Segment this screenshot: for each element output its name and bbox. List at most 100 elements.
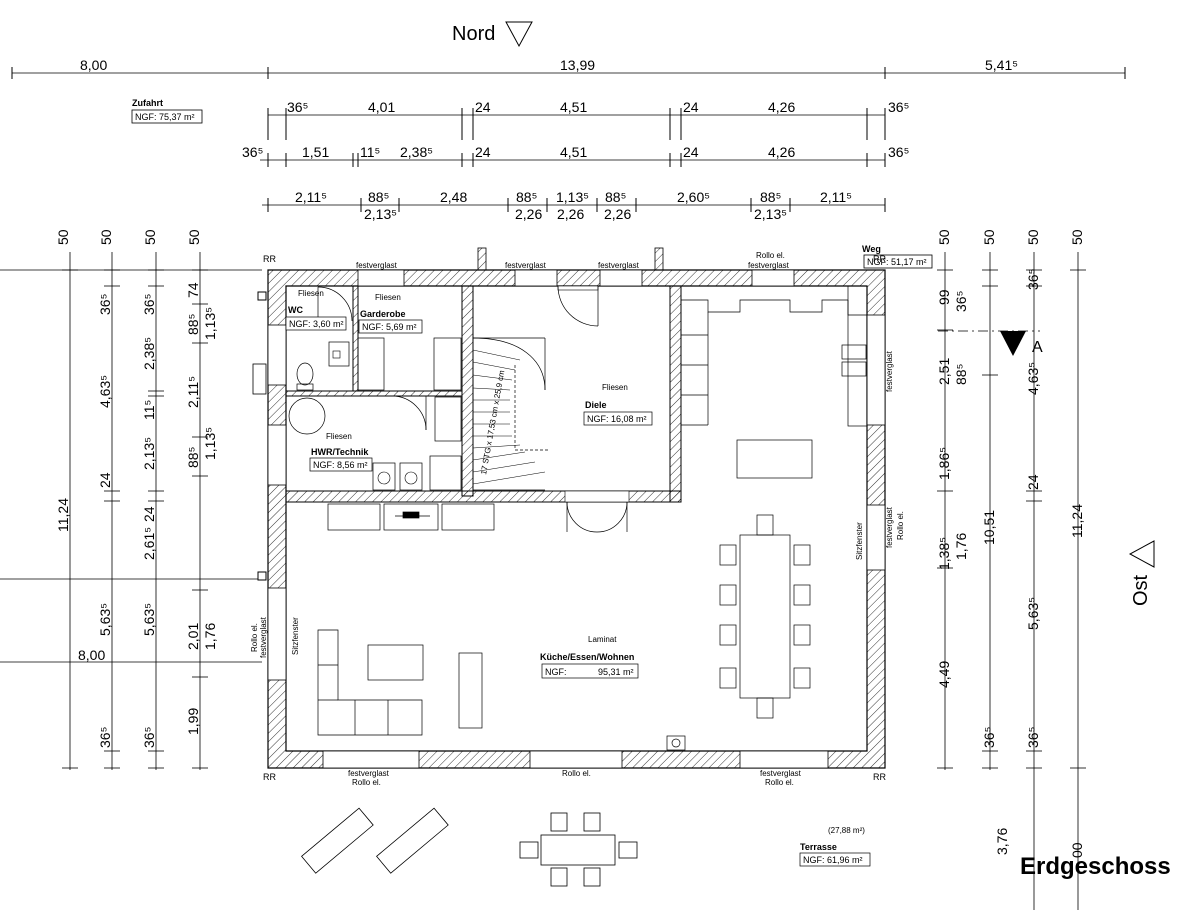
dim-label: 36⁵ (141, 727, 157, 748)
dim-label: 88⁵ (760, 189, 781, 205)
dim-label: 50 (1025, 229, 1041, 245)
dim-label: 2,26 (557, 206, 584, 222)
dim-label: 5,63⁵ (141, 603, 157, 636)
dim-label: 24 (141, 506, 157, 522)
window-label: festverglast (748, 261, 790, 270)
dim-label: 1,13⁵ (202, 307, 218, 340)
dim-label: 4,51 (560, 144, 587, 160)
dim-label: 24 (97, 472, 113, 488)
window-label: Rollo el. (562, 769, 591, 778)
top-dimension-chains (11, 67, 1126, 212)
dim-label: 88⁵ (185, 447, 201, 468)
dim-label: 36⁵ (953, 291, 969, 312)
dim-label: 24 (683, 144, 699, 160)
dim-label: 50 (981, 229, 997, 245)
dim-label: 88⁵ (605, 189, 626, 205)
room-floor: Fliesen (326, 432, 352, 441)
top-dimension-labels: 8,00 13,99 5,41⁵ 36⁵ 4,01 24 4,51 24 4,2… (80, 57, 1018, 222)
stair-label: 17 STG x 17,53 cm x 25,9 cm (479, 369, 506, 475)
room-floor: Laminat (588, 635, 617, 644)
terrace: (27,88 m²) Terrasse NGF: 61,96 m² (301, 807, 871, 887)
dim-label: 36⁵ (141, 294, 157, 315)
window-label: festverglast (885, 350, 894, 392)
room-area: NGF: 3,60 m² (289, 319, 344, 329)
window-label: Sitzfenster (855, 522, 864, 560)
dim-label: 2,60⁵ (677, 189, 710, 205)
section-arrow-icon (1000, 331, 1026, 356)
dim-label: 00 (1069, 842, 1085, 858)
dim-label: 2,13⁵ (754, 206, 787, 222)
window-label: festverglast (598, 261, 640, 270)
room-area: 95,31 m² (598, 667, 634, 677)
window-label: festverglast (885, 506, 894, 548)
dim-label: 11,24 (1069, 504, 1085, 538)
dim-label: 88⁵ (185, 314, 201, 335)
dim-label: 24 (475, 99, 491, 115)
dim-label: 4,26 (768, 144, 795, 160)
rr-label: RR (873, 254, 886, 264)
window-labels: festverglast festverglast festverglast R… (250, 251, 905, 787)
dim-label: 36⁵ (888, 99, 909, 115)
dim-label: 2,51 (936, 358, 952, 385)
room-garderobe: Fliesen Garderobe NGF: 5,69 m² (357, 293, 462, 391)
dim-label: 2,13⁵ (364, 206, 397, 222)
window-label: festverglast (505, 261, 547, 270)
dim-label: 1,99 (185, 708, 201, 735)
weg-name: Weg (862, 244, 881, 254)
window-label: festverglast (760, 769, 802, 778)
room-floor: Fliesen (375, 293, 401, 302)
east-arrow-icon (1128, 540, 1155, 568)
dim-label: 4,63⁵ (97, 375, 113, 408)
room-kueche: Laminat Küche/Essen/Wohnen NGF: 95,31 m² (317, 503, 811, 751)
dim-label: 2,48 (440, 189, 467, 205)
dim-label: 2,38⁵ (141, 337, 157, 370)
dim-label: 3,76 (994, 828, 1010, 855)
dim-label: 50 (936, 229, 952, 245)
room-wc: Fliesen WC NGF: 3,60 m² (285, 286, 353, 391)
dim-label: 2,38⁵ (400, 144, 433, 160)
dim-label: 24 (1025, 474, 1041, 490)
left-dimension-labels: 50 50 50 50 11,24 36⁵ 4,63⁵ 24 5,63⁵ 8,0… (55, 229, 218, 748)
dim-label: 50 (55, 229, 71, 245)
plan-title: Erdgeschoss (1020, 853, 1171, 880)
dim-label: 1,86⁵ (936, 447, 952, 480)
terrace-area: NGF: 61,96 m² (803, 855, 863, 865)
dim-label: 1,76 (953, 533, 969, 560)
east-label: Ost (1130, 574, 1152, 606)
dim-label: 24 (683, 99, 699, 115)
dim-label: 2,11⁵ (820, 189, 852, 205)
room-area: NGF: 8,56 m² (313, 460, 368, 470)
window-openings (267, 269, 886, 769)
weg-area: NGF: 51,17 m² (867, 257, 927, 267)
dim-label: 1,76 (202, 623, 218, 650)
dim-label: 10,51 (981, 510, 997, 545)
dim-label: 2,11⁵ (295, 189, 327, 205)
right-dimension-labels: 50 50 50 50 99 2,51 1,86⁵ 1,38⁵ 4,49 36⁵… (936, 229, 1085, 858)
dim-label: 1,13⁵ (202, 427, 218, 460)
rr-label: RR (873, 772, 886, 782)
dim-label: 5,41⁵ (985, 57, 1018, 73)
dim-label: 50 (98, 229, 114, 245)
window-label: Rollo el. (352, 778, 381, 787)
dim-label: 5,63⁵ (97, 603, 113, 636)
room-name: WC (288, 305, 303, 315)
terrace-area-extra: (27,88 m²) (828, 826, 865, 835)
dim-label: 36⁵ (242, 144, 263, 160)
room-name: Garderobe (360, 309, 406, 319)
room-area: NGF: 5,69 m² (362, 322, 417, 332)
dim-label: 2,26 (515, 206, 542, 222)
dim-label: 13,99 (560, 57, 595, 73)
room-area-label: NGF: (545, 667, 567, 677)
dim-label: 24 (475, 144, 491, 160)
dim-label: 88⁵ (368, 189, 389, 205)
dim-label: 36⁵ (888, 144, 909, 160)
dim-label: 2,13⁵ (141, 437, 157, 470)
interior-walls (285, 285, 682, 503)
dim-label: 36⁵ (1025, 269, 1041, 290)
window-label: Sitzfenster (291, 617, 300, 655)
dim-label: 88⁵ (953, 364, 969, 385)
dim-label: 1,13⁵ (556, 189, 589, 205)
window-label: festverglast (348, 769, 390, 778)
dim-label: 88⁵ (516, 189, 537, 205)
